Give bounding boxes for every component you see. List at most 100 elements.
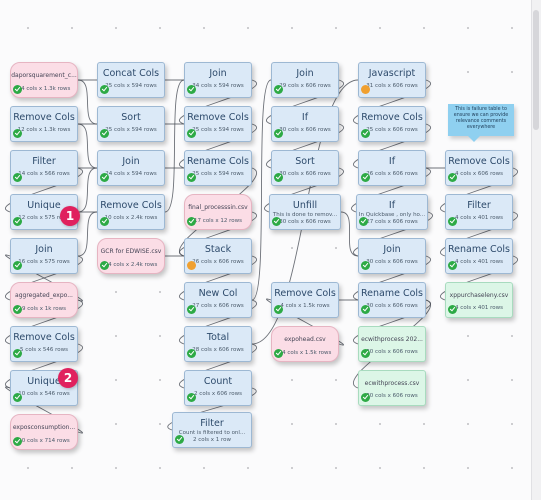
node-dimensions: 4 cols x 401 rows xyxy=(455,305,503,311)
vertical-scrollbar[interactable] xyxy=(531,0,541,500)
node-title: Remove Cols xyxy=(13,332,75,343)
success-check-icon xyxy=(13,85,22,94)
file-node-n6[interactable]: aggregated_expo...9 cols x 1k rows xyxy=(10,282,78,318)
success-check-icon xyxy=(13,393,22,402)
node-dimensions: 31 cols x 606 rows xyxy=(366,83,418,89)
node-dimensions: 25 cols x 594 rows xyxy=(192,127,244,133)
node-dimensions: 27 cols x 606 rows xyxy=(366,219,418,225)
step-node-n30[interactable]: Javascript 31 cols x 606 rows xyxy=(358,62,426,98)
success-check-icon xyxy=(13,349,22,358)
node-dimensions: 5 cols x 546 rows xyxy=(20,347,68,353)
node-dimensions: 30 cols x 606 rows xyxy=(366,349,418,355)
file-node-n9[interactable]: exposconsumption...10 cols x 714 rows xyxy=(10,414,78,450)
connection-wire xyxy=(77,79,98,125)
node-title: Total xyxy=(206,332,230,343)
node-dimensions: 34 cols x 594 rows xyxy=(192,83,244,89)
success-check-icon xyxy=(274,349,283,358)
step-node-n16[interactable]: Remove Cols 25 cols x 594 rows xyxy=(184,106,252,142)
sticky-note[interactable]: This is failure table to ensure we can p… xyxy=(448,104,514,142)
success-check-icon xyxy=(361,173,370,182)
node-dimensions: 29 cols x 606 rows xyxy=(279,83,331,89)
success-check-icon xyxy=(359,217,368,226)
file-node-n36[interactable]: ecwithprocess 202...30 cols x 606 rows xyxy=(358,326,426,362)
file-node-n1[interactable]: daporsquarement_c...14 cols x 1.3k rows xyxy=(10,62,78,98)
node-dimensions: 24 cols x 1.5k rows xyxy=(278,350,332,356)
node-title: Remove Cols xyxy=(13,112,75,123)
step-node-n28[interactable]: Remove Cols 4 cols x 1.5k rows xyxy=(271,282,339,318)
success-check-icon xyxy=(361,349,370,358)
node-title: Rename Cols xyxy=(186,156,249,167)
node-dimensions: 4 cols x 401 rows xyxy=(455,259,503,265)
node-dimensions: In Quickbase , only ho... xyxy=(358,212,426,218)
node-title: Remove Cols xyxy=(187,112,249,123)
success-check-icon xyxy=(361,393,370,402)
node-dimensions: 26 cols x 606 rows xyxy=(366,171,418,177)
node-title: Javascript xyxy=(368,68,416,79)
node-dimensions: 4 cols x 1.5k rows xyxy=(280,303,330,309)
success-check-icon xyxy=(187,85,196,94)
step-node-n10[interactable]: Concat Cols 25 cols x 594 rows xyxy=(97,62,165,98)
success-check-icon xyxy=(100,261,109,270)
node-dimensions: 9 cols x 1k rows xyxy=(21,306,67,312)
node-title: ecwithprocess.csv xyxy=(364,380,420,387)
node-title: Filter xyxy=(32,156,56,167)
node-title: Rename Cols xyxy=(360,288,423,299)
step-marker-2: 2 xyxy=(58,368,78,388)
node-title: daporsquarement_c... xyxy=(11,72,77,79)
step-node-n7[interactable]: Remove Cols 5 cols x 546 rows xyxy=(10,326,78,362)
success-check-icon xyxy=(13,305,22,314)
success-check-icon xyxy=(361,129,370,138)
success-check-icon xyxy=(361,305,370,314)
success-check-icon xyxy=(13,129,22,138)
node-dimensions: Count is filtered to onl... xyxy=(178,430,246,436)
success-check-icon xyxy=(448,173,457,182)
success-check-icon xyxy=(361,261,370,270)
success-check-icon xyxy=(274,173,283,182)
scrollbar-thumb[interactable] xyxy=(533,10,539,130)
node-dimensions: 4 cols x 606 rows xyxy=(455,171,503,177)
node-title: Remove Cols xyxy=(274,288,336,299)
node-dimensions: 24 cols x 2.4k rows xyxy=(104,262,158,268)
node-dimensions: 25 cols x 594 rows xyxy=(105,83,157,89)
node-title: Filter xyxy=(200,418,224,429)
node-title: Filter xyxy=(467,200,491,211)
node-dimensions: 30 cols x 606 rows xyxy=(279,219,331,225)
node-title: Concat Cols xyxy=(102,68,160,79)
node-title: Stack xyxy=(204,244,232,255)
node-title: Join xyxy=(35,244,53,255)
node-dimensions: 24 cols x 594 rows xyxy=(105,171,157,177)
node-dimensions: 10 cols x 2.4k rows xyxy=(104,215,158,221)
